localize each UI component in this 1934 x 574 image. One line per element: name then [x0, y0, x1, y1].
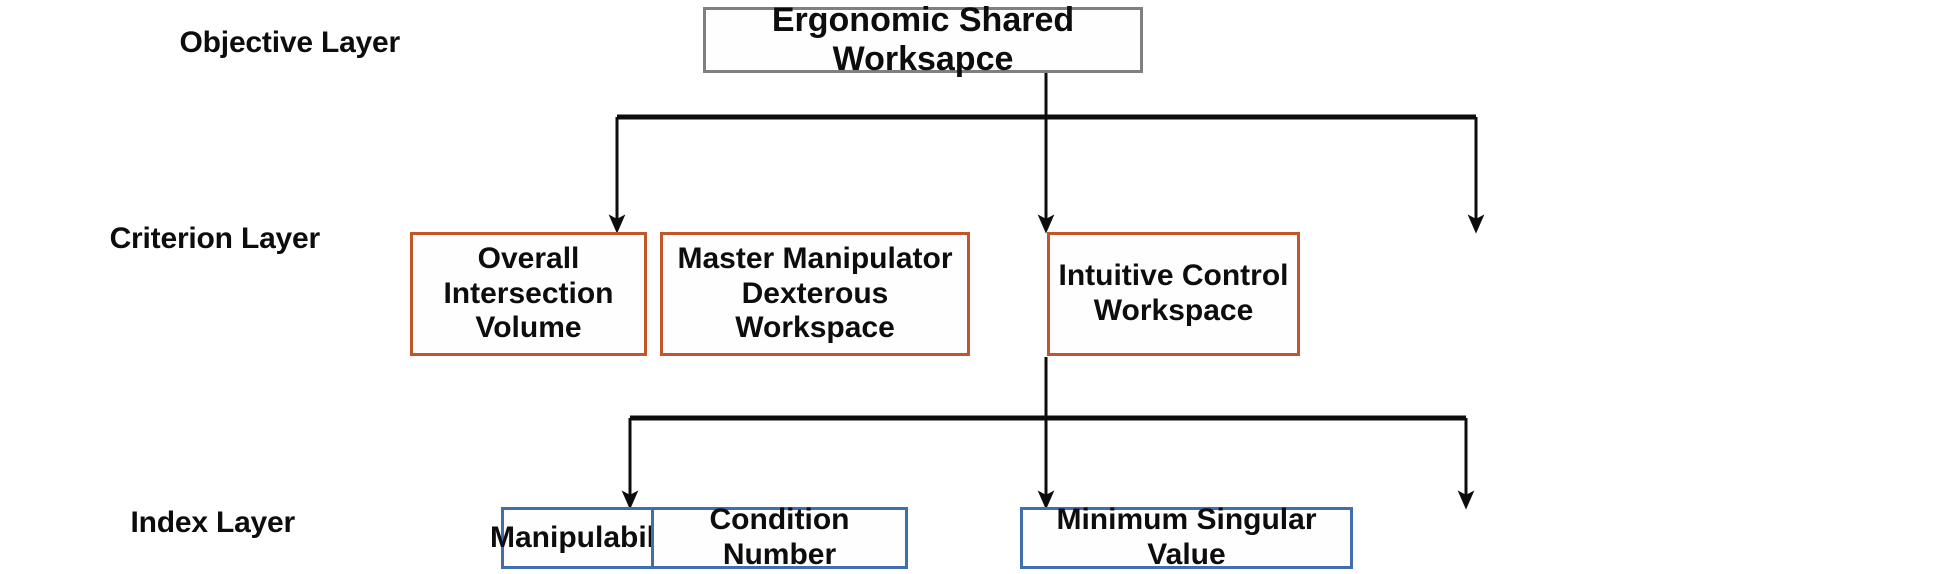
layer-label-objective: Objective Layer [179, 26, 401, 59]
node-index-condition-number[interactable]: Condition Number [651, 503, 908, 571]
node-criterion-overall-intersection-volume[interactable]: Overall Intersection Volume [410, 232, 647, 356]
node-criterion-intuitive-control-workspace[interactable]: Intuitive Control Workspace [1047, 232, 1300, 356]
layer-label-criterion: Criterion Layer [109, 222, 321, 255]
node-criterion-master-manipulator-dexterous-workspace[interactable]: Master Manipulator Dexterous Workspace [660, 232, 970, 356]
layer-label-index: Index Layer [130, 506, 295, 539]
node-objective-ergonomic-shared-workspace[interactable]: Ergonomic Shared Worksapce [703, 1, 1143, 78]
node-index-minimum-singular-value[interactable]: Minimum Singular Value [1020, 503, 1353, 571]
